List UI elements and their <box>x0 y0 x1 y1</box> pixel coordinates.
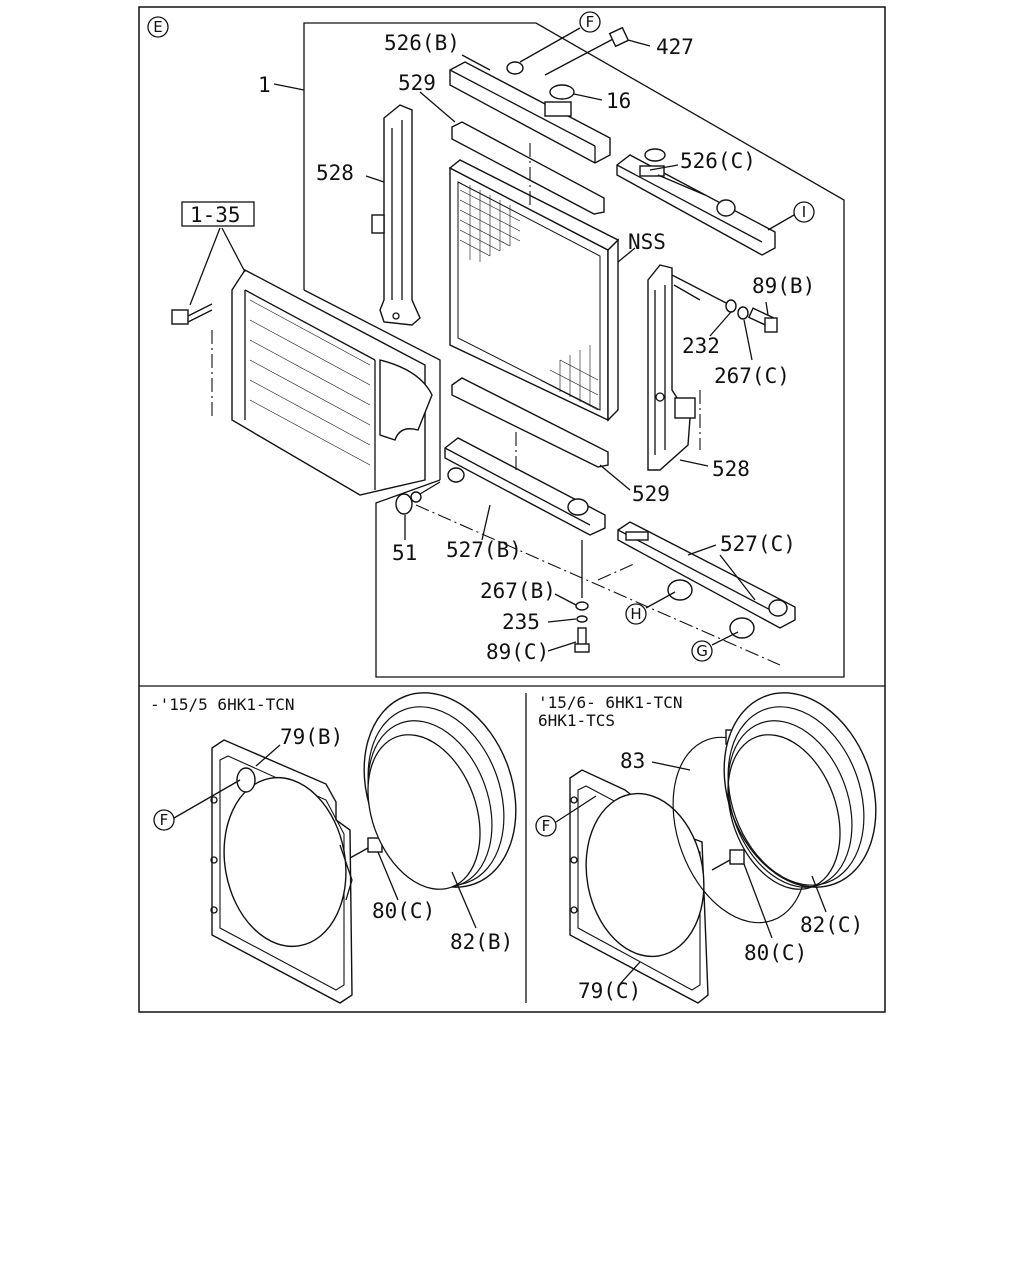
lower-tank-527c <box>617 521 796 639</box>
label-nss: NSS <box>628 230 666 254</box>
label-529-top: 529 <box>398 71 436 95</box>
outer-frame <box>138 6 886 1013</box>
label-528-left: 528 <box>316 161 354 185</box>
label-80c-left: 80(C) <box>372 899 435 923</box>
fastener-stack-89c <box>574 540 590 653</box>
label-83: 83 <box>620 749 645 773</box>
leader-lines-left <box>173 744 477 929</box>
radiator-cap-16 <box>549 84 575 100</box>
label-79c: 79(C) <box>578 979 641 1003</box>
label-1-35: 1-35 <box>190 203 241 227</box>
label-529-bottom: 529 <box>632 482 670 506</box>
right-panel-header-line1: '15/6- 6HK1-TCN <box>538 693 683 712</box>
label-526b: 526(B) <box>384 31 460 55</box>
centerlines-top <box>415 143 781 666</box>
label-232: 232 <box>682 334 720 358</box>
label-526c: 526(C) <box>680 149 756 173</box>
upper-tank-526b <box>449 61 611 164</box>
label-527b: 527(B) <box>446 538 522 562</box>
section-marker-text: E <box>153 18 162 36</box>
ref-circle-i <box>793 201 815 223</box>
upper-seal-529 <box>451 121 605 215</box>
top-panel: E <box>147 11 845 678</box>
assembly-boundary-1 <box>303 22 845 678</box>
right-panel-header-line2: 6HK1-TCS <box>538 711 615 730</box>
side-bracket-528-right <box>647 264 696 471</box>
drain-plug-51 <box>395 481 441 515</box>
ref-circle-f-left-text: F <box>160 811 169 829</box>
label-51: 51 <box>392 541 417 565</box>
label-89c: 89(C) <box>486 640 549 664</box>
side-bracket-528-left <box>371 104 421 326</box>
left-panel-header: -'15/5 6HK1-TCN <box>150 695 295 714</box>
label-235: 235 <box>502 610 540 634</box>
leader-lines-top <box>189 39 769 652</box>
label-16: 16 <box>606 89 631 113</box>
label-80c-right: 80(C) <box>744 941 807 965</box>
radiator-assembly-side <box>231 269 433 496</box>
bolt-427 <box>544 26 630 76</box>
label-1: 1 <box>258 73 271 97</box>
ref-circle-f-top-text: F <box>586 13 595 31</box>
leader-lines-right <box>555 761 827 985</box>
radiator-core-nss <box>448 159 620 422</box>
part-box-1-35 <box>181 201 255 227</box>
ref-circle-h-text: H <box>630 605 641 623</box>
lower-tank-527b <box>444 437 606 536</box>
bolt-89b-assembly <box>671 274 778 333</box>
label-89b: 89(B) <box>752 274 815 298</box>
ref-circle-f-right-text: F <box>542 817 551 835</box>
bottom-left-panel: -'15/5 6HK1-TCN F <box>150 692 517 1004</box>
ref-circle-g <box>691 640 713 662</box>
shroud-79c <box>569 769 709 1004</box>
label-82c: 82(C) <box>800 913 863 937</box>
bottom-right-panel: '15/6- 6HK1-TCN 6HK1-TCS <box>535 692 877 1004</box>
shroud-ring-82b <box>363 692 517 890</box>
section-marker-circle <box>147 16 169 38</box>
label-267c: 267(C) <box>714 364 790 388</box>
ref-circle-g-text: G <box>696 642 708 660</box>
label-528-right: 528 <box>712 457 750 481</box>
ref-circle-h <box>625 603 647 625</box>
lower-seal-529 <box>451 377 609 468</box>
bolt-1-35 <box>171 303 213 325</box>
upper-tank-526c <box>616 148 776 256</box>
shroud-ring-82c <box>723 692 877 890</box>
label-527c: 527(C) <box>720 532 796 556</box>
ref-circle-f-top <box>579 11 601 33</box>
ref-circle-f-right <box>535 815 557 837</box>
bolt-80c-right <box>711 849 745 871</box>
label-79b: 79(B) <box>280 725 343 749</box>
label-427: 427 <box>656 35 694 59</box>
shroud-79b <box>210 739 353 1004</box>
assembly-boundary-2 <box>303 289 441 480</box>
bolt-80c-left <box>349 837 383 859</box>
ref-circle-f-left <box>153 809 175 831</box>
label-82b: 82(B) <box>450 930 513 954</box>
label-267b: 267(B) <box>480 579 556 603</box>
ref-circle-i-text: I <box>802 203 806 221</box>
